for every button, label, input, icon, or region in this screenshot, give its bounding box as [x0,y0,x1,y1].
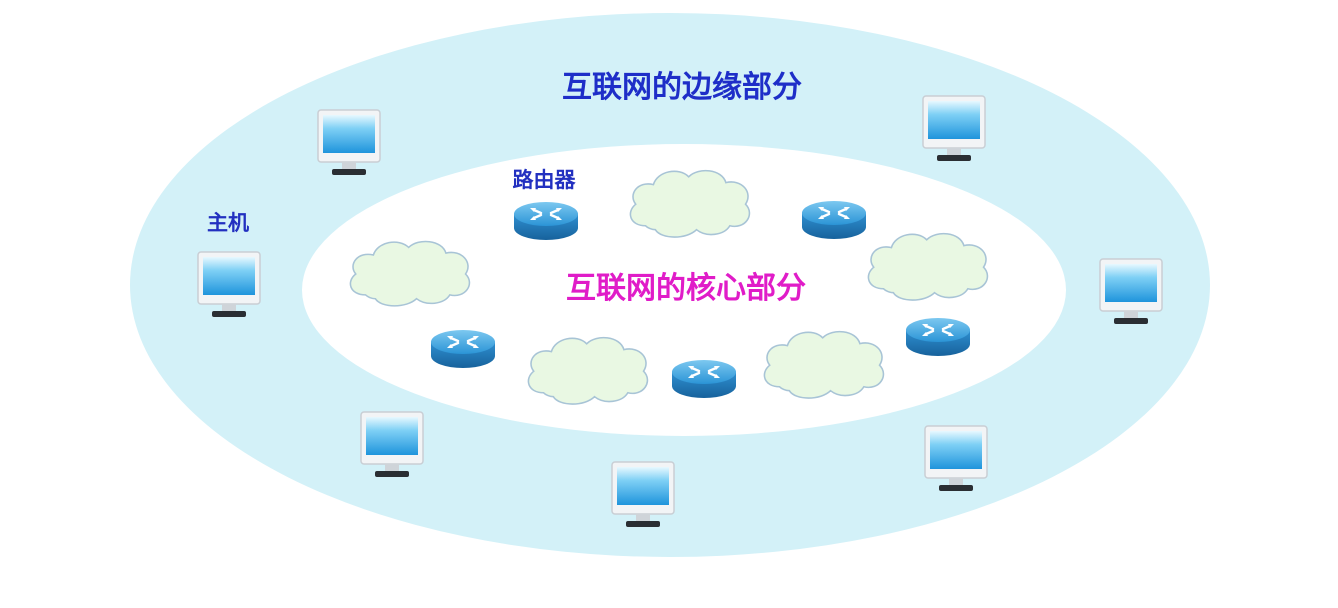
router-icon [670,358,738,400]
router-icon [800,199,868,241]
host-label: 主机 [207,211,249,235]
core-title: 互联网的核心部分 [566,271,806,306]
router-icon [904,316,972,358]
edge-title: 互联网的边缘部分 [562,70,802,105]
router-label: 路由器 [513,168,577,192]
router-icon [429,328,497,370]
router-icon [512,200,580,242]
